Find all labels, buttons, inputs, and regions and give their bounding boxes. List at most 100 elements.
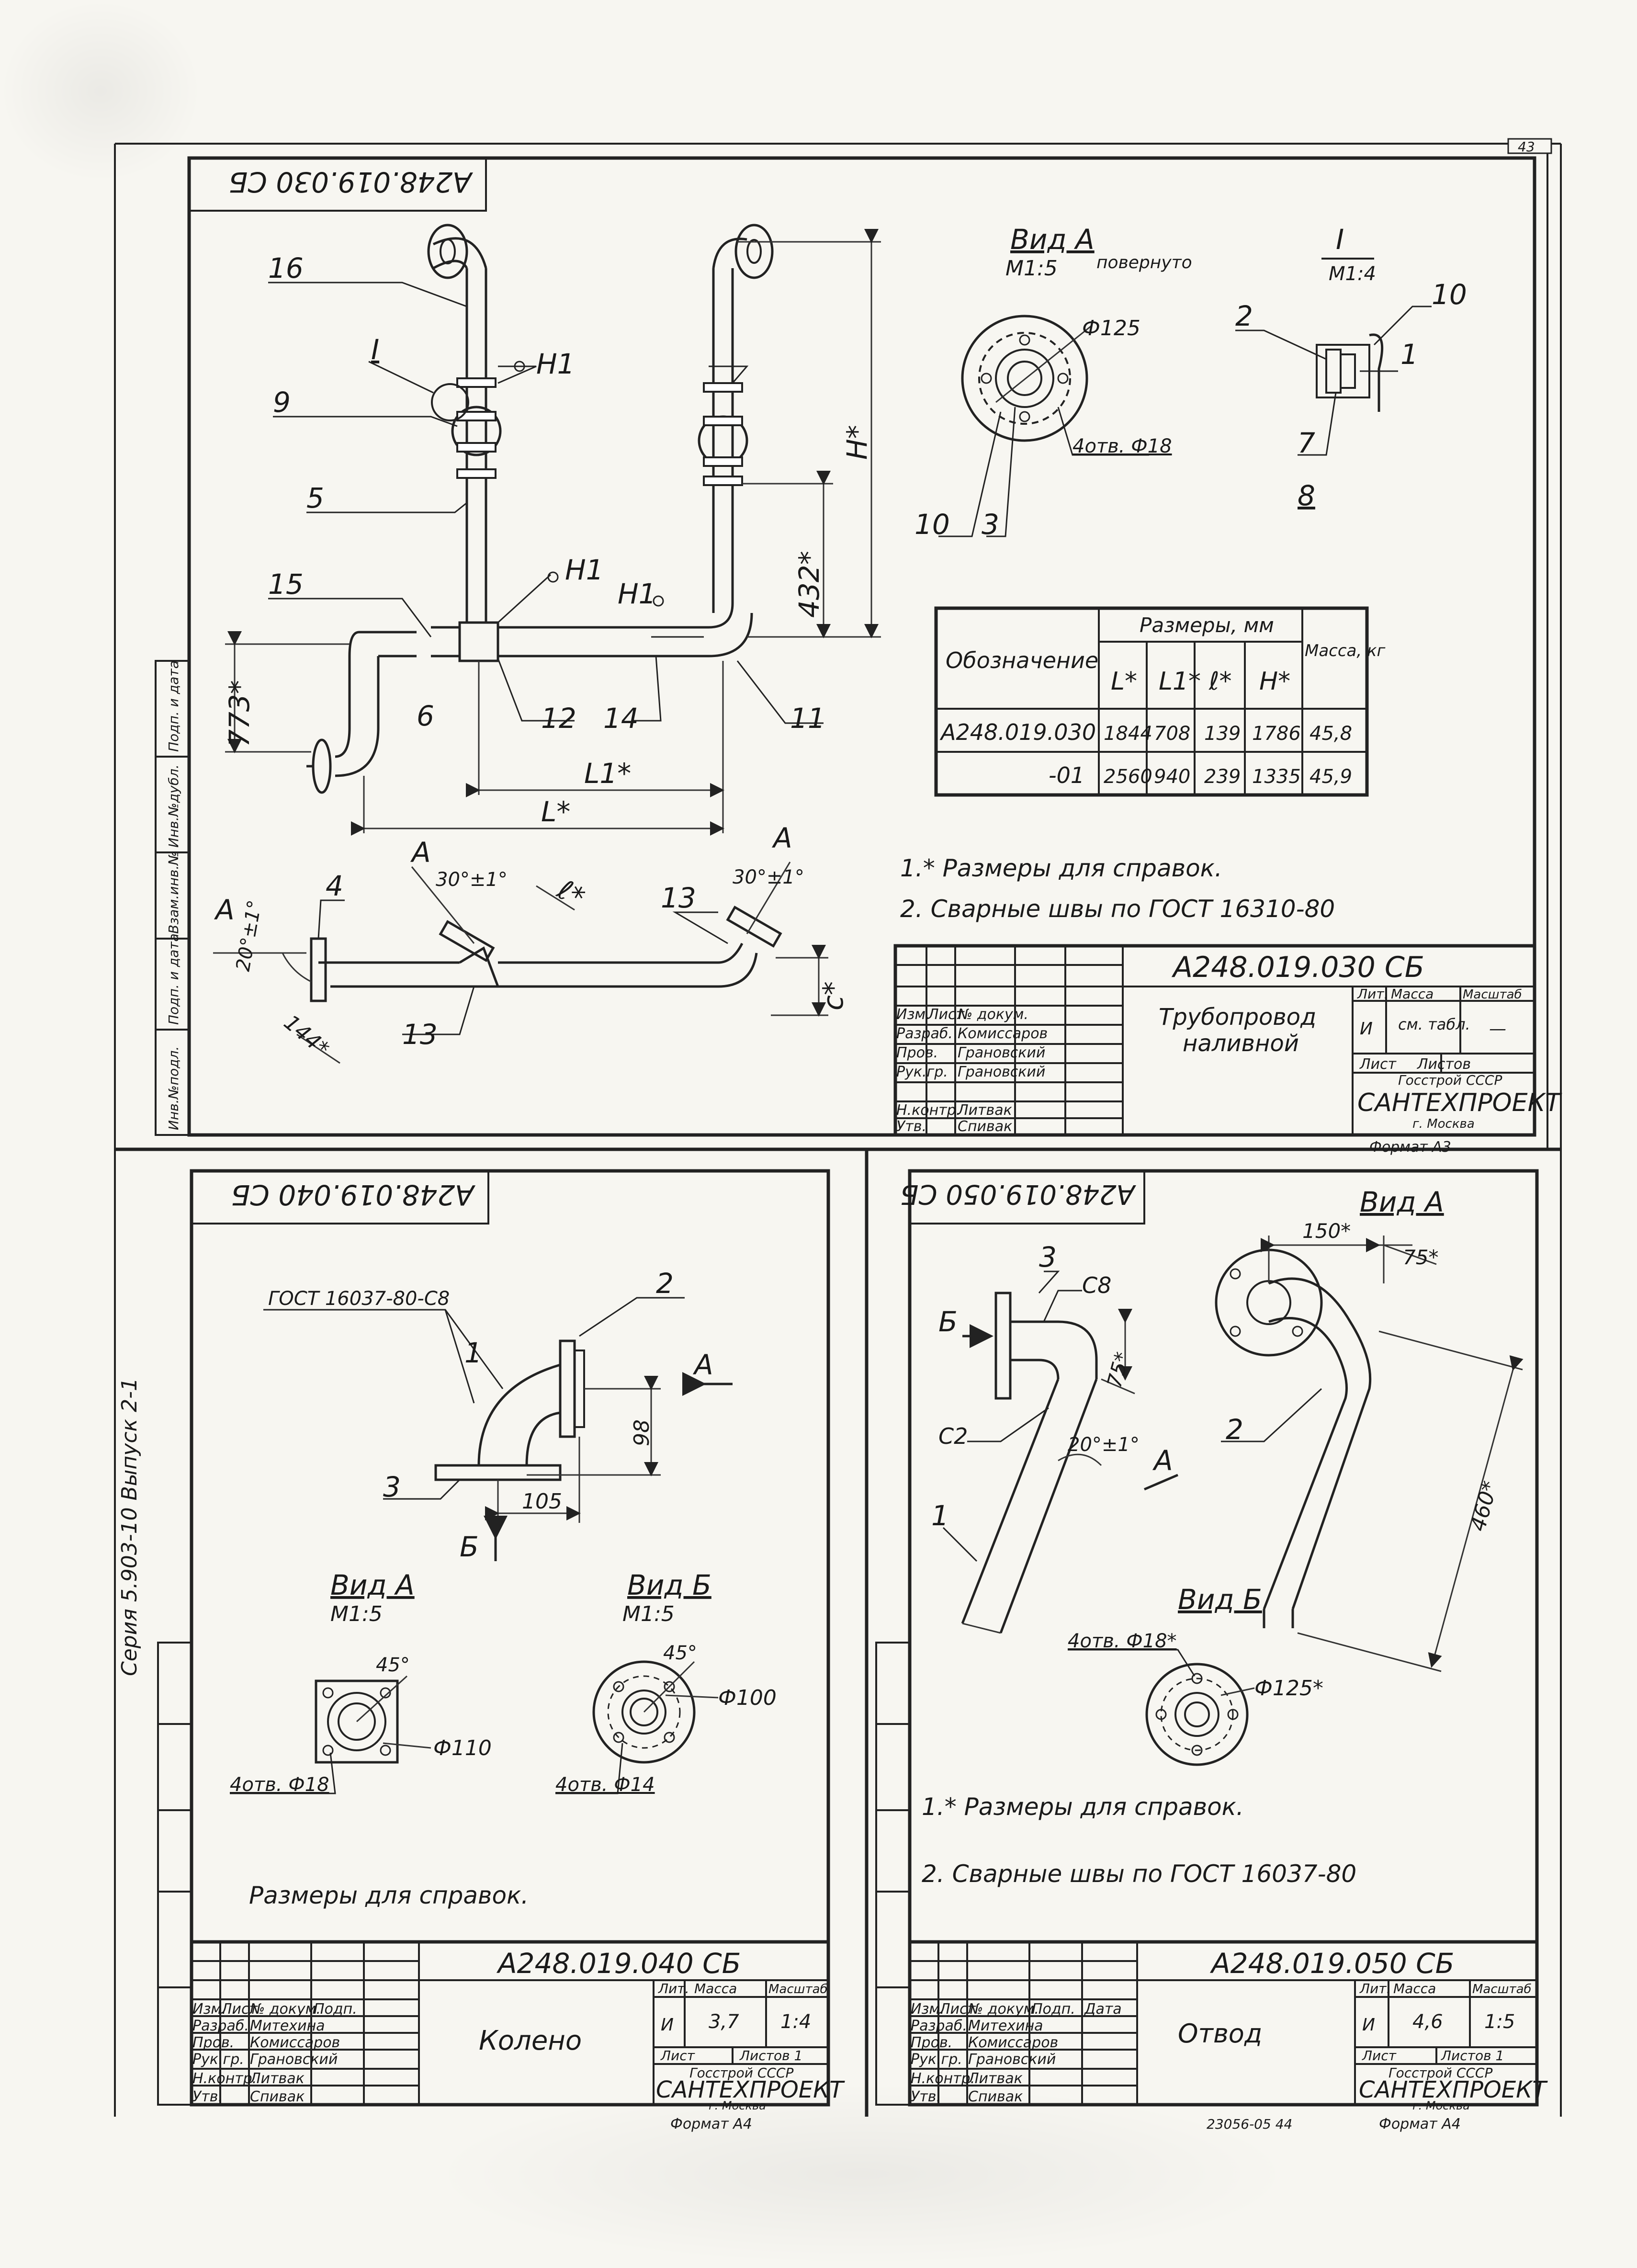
svg-text:Ф125*: Ф125* <box>1254 1676 1323 1701</box>
svg-text:Лист: Лист <box>1362 2048 1397 2064</box>
label-13-b: 13 <box>661 882 696 914</box>
svg-text:г. Москва: г. Москва <box>1412 1117 1475 1131</box>
svg-text:САНТЕХПРОЕКТ: САНТЕХПРОЕКТ <box>1359 2076 1548 2103</box>
svg-text:Грановский: Грановский <box>958 1064 1045 1080</box>
svg-text:Подп.: Подп. <box>314 2001 357 2018</box>
svg-text:Литвак: Литвак <box>249 2070 305 2087</box>
svg-text:1: 1 <box>464 1337 482 1369</box>
svg-text:105: 105 <box>522 1489 562 1514</box>
table-header-dims: Размеры, мм <box>1140 613 1274 637</box>
svg-text:Лист: Лист <box>927 1006 965 1023</box>
dim-L: L* <box>541 795 570 828</box>
svg-text:139: 139 <box>1204 723 1241 745</box>
drawing-3-view-a-title: Вид А <box>1360 1186 1444 1218</box>
title-block-1-code: A248.019.030 СБ <box>1171 951 1424 984</box>
corner-number: 43 <box>1518 139 1535 155</box>
elbow-drawing: ГОСТ 16037-80-С8 1 2 3 А Б 98 105 <box>263 1267 733 1563</box>
svg-text:Грановский: Грановский <box>958 1044 1045 1061</box>
svg-text:М1:5: М1:5 <box>330 1602 383 1626</box>
svg-text:Спивак: Спивак <box>250 2088 305 2105</box>
svg-text:Изм.: Изм. <box>896 1006 930 1023</box>
svg-text:Б: Б <box>938 1305 958 1338</box>
outlet-drawing: 3 С8 Б С2 75* 20°±1° А 1 2 150* 75* 460* <box>931 1219 1524 1672</box>
svg-text:Лист: Лист <box>939 2001 977 2018</box>
svg-text:Масса: Масса <box>1393 1981 1436 1996</box>
svg-text:Листов: Листов <box>1417 1056 1471 1073</box>
side-col-4: Инв.№дубл. <box>166 764 181 848</box>
drawing-3-notes: 1.* Размеры для справок. 2. Сварные швы … <box>922 1793 1356 1888</box>
svg-text:I: I <box>1336 223 1344 256</box>
svg-text:Н.контр.: Н.контр. <box>911 2070 975 2087</box>
svg-text:Лит.: Лит. <box>1357 986 1388 1002</box>
drawing-2-rotated-code: A248.019.040 СБ <box>231 1179 476 1211</box>
svg-text:Комиссаров: Комиссаров <box>968 2034 1058 2051</box>
drawing-2-note: Размеры для справок. <box>249 1882 529 1909</box>
dimensions-table: Обозначение Размеры, мм Масса, кг L* L1*… <box>934 606 1386 797</box>
svg-text:Литвак: Литвак <box>968 2070 1023 2087</box>
label-9: 9 <box>273 386 291 419</box>
svg-text:708: 708 <box>1154 723 1190 745</box>
svg-text:1:4: 1:4 <box>780 2011 811 2033</box>
svg-text:Н.контр.: Н.контр. <box>896 1102 960 1119</box>
svg-text:2: 2 <box>1235 300 1253 332</box>
svg-text:45°: 45° <box>663 1642 697 1664</box>
svg-text:Ф100: Ф100 <box>718 1686 777 1710</box>
svg-text:Разраб.: Разраб. <box>911 2018 967 2034</box>
svg-text:ГОСТ 16037-80-С8: ГОСТ 16037-80-С8 <box>268 1288 450 1310</box>
svg-text:Вид Б: Вид Б <box>627 1569 711 1601</box>
svg-text:Формат А3: Формат А3 <box>1369 1139 1451 1156</box>
svg-text:И: И <box>1362 2015 1375 2035</box>
svg-text:75*: 75* <box>1403 1246 1438 1269</box>
drawing-1-labels: 16 I 9 5 15 6 12 14 11 H1 H1 H1 773* 432… <box>223 252 873 828</box>
svg-text:Утв.: Утв. <box>911 2088 941 2105</box>
drawing-2-view-b: Вид Б М1:5 45° Ф100 4отв. Ф14 <box>555 1569 777 1796</box>
svg-text:20°±1°: 20°±1° <box>1068 1434 1140 1456</box>
dim-L1: L1* <box>584 757 631 790</box>
svg-text:Формат А4: Формат А4 <box>1379 2116 1461 2132</box>
svg-text:Пров.: Пров. <box>911 2034 952 2051</box>
label-5: 5 <box>306 482 324 514</box>
svg-text:Рук.гр.: Рук.гр. <box>911 2051 962 2068</box>
svg-text:Комиссаров: Комиссаров <box>958 1025 1048 1042</box>
svg-text:Дата: Дата <box>1084 2001 1122 2018</box>
svg-text:2560: 2560 <box>1104 766 1152 788</box>
side-col-1: Инв.№подл. <box>166 1046 181 1130</box>
svg-text:3: 3 <box>982 508 999 541</box>
dim-432: 432* <box>793 551 825 618</box>
svg-text:Комиссаров: Комиссаров <box>250 2034 340 2051</box>
label-I: I <box>371 333 379 366</box>
svg-text:Вид Б: Вид Б <box>1178 1583 1262 1616</box>
svg-text:98: 98 <box>630 1419 654 1446</box>
svg-text:С2: С2 <box>938 1423 968 1449</box>
svg-text:3: 3 <box>1039 1241 1057 1273</box>
svg-text:Масштаб: Масштаб <box>1472 1982 1532 1996</box>
label-6: 6 <box>417 700 434 732</box>
label-A-3: A <box>771 822 792 854</box>
svg-text:Разраб.: Разраб. <box>896 1025 953 1042</box>
label-12: 12 <box>541 702 576 735</box>
svg-text:М1:4: М1:4 <box>1329 263 1376 285</box>
drawing-1-frame: Инв.№подл. Подп. и дата Взам.инв.№ Инв.№… <box>155 156 1536 1137</box>
drawing-2-frame: A248.019.040 СБ <box>157 1169 830 2107</box>
dim-c: c* <box>817 981 849 1010</box>
svg-text:Трубопровод: Трубопровод <box>1159 1004 1316 1031</box>
svg-text:1:5: 1:5 <box>1484 2011 1515 2033</box>
label-A-2: A <box>410 836 431 869</box>
svg-text:Литвак: Литвак <box>957 1102 1012 1119</box>
svg-text:Изм.: Изм. <box>192 2001 226 2018</box>
svg-text:Б: Б <box>460 1531 479 1563</box>
svg-text:45,8: 45,8 <box>1310 723 1352 745</box>
svg-text:1.* Размеры для справок.: 1.* Размеры для справок. <box>922 1793 1244 1821</box>
title-block-2-code: A248.019.040 СБ <box>496 1947 741 1980</box>
svg-text:Рук.гр.: Рук.гр. <box>896 1064 948 1080</box>
title-block-1: A248.019.030 СБ Трубопровод наливной Лит… <box>893 944 1562 1156</box>
svg-text:Колено: Колено <box>479 2025 582 2056</box>
svg-text:7: 7 <box>1298 427 1315 459</box>
drawing-1-notes: 1.* Размеры для справок. 2. Сварные швы … <box>900 854 1335 923</box>
svg-text:ℓ*: ℓ* <box>1208 667 1231 696</box>
title-block-2: A248.019.040 СБ Колено Лит. Масса Масшта… <box>190 1940 845 2132</box>
svg-text:г. Москва: г. Москва <box>1412 2099 1470 2112</box>
svg-text:см. табл.: см. табл. <box>1398 1015 1470 1033</box>
table-row-2-name: -01 <box>1049 762 1084 788</box>
svg-text:4,6: 4,6 <box>1412 2011 1443 2033</box>
